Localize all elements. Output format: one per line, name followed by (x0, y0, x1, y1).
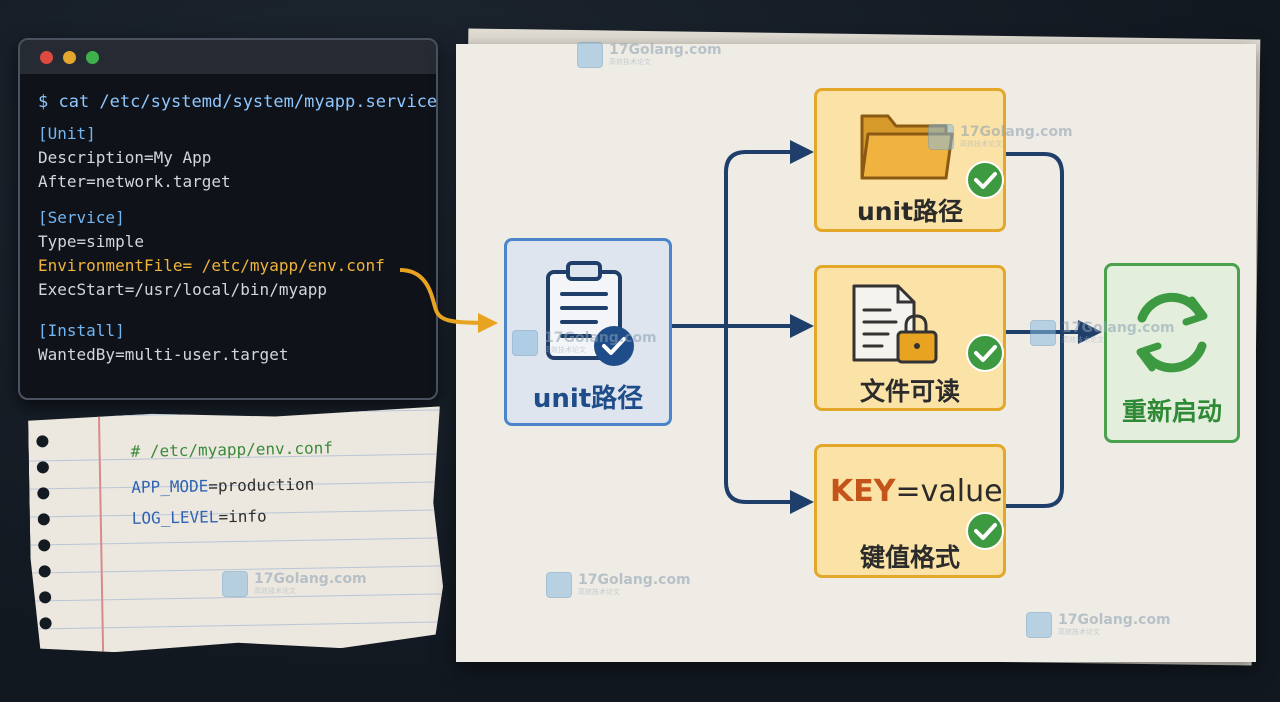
terminal-section-header: [Service] (38, 208, 125, 227)
terminal-config-line: After=network.target (38, 172, 231, 191)
watermark-logo-icon (928, 124, 954, 150)
terminal-section-header: [Unit] (38, 124, 96, 143)
check-key-value-box (814, 444, 1006, 578)
check-icon (966, 334, 1004, 372)
watermark-logo-icon (546, 572, 572, 598)
refresh-icon (1136, 292, 1208, 373)
watermark-logo-icon (577, 42, 603, 68)
terminal-config-line: Description=My App (38, 148, 212, 167)
close-dot-icon[interactable] (40, 51, 53, 64)
check-key-value-label: 键值格式 (859, 543, 960, 572)
source-unit-label: unit路径 (532, 384, 644, 414)
env-file-link-arrow (399, 268, 498, 333)
watermark-logo-icon (1026, 612, 1052, 638)
terminal-command: $ cat /etc/systemd/system/myapp.service (38, 92, 438, 112)
minimize-dot-icon[interactable] (63, 51, 76, 64)
branch-connectors (672, 140, 1102, 514)
clipboard-check-icon (546, 261, 634, 366)
watermark-logo-icon (512, 330, 538, 356)
key-value-label: KEY=value (830, 474, 1003, 509)
terminal-section-header: [Install] (38, 321, 125, 340)
terminal-config-line: WantedBy=multi-user.target (38, 345, 289, 364)
locked-file-icon (852, 284, 938, 364)
watermark-logo-icon (222, 571, 248, 597)
check-unit-path-label: unit路径 (856, 197, 964, 226)
terminal-config-line: EnvironmentFile= /etc/myapp/env.conf (38, 256, 385, 275)
check-icon (966, 161, 1004, 199)
folder-icon (860, 114, 954, 180)
terminal-config-line: Type=simple (38, 232, 144, 251)
watermark-logo-icon (1030, 320, 1056, 346)
terminal-config-line: ExecStart=/usr/local/bin/myapp (38, 280, 327, 299)
terminal-titlebar (20, 40, 436, 74)
terminal-window (18, 38, 438, 400)
maximize-dot-icon[interactable] (86, 51, 99, 64)
check-icon (966, 512, 1004, 550)
check-file-readable-label: 文件可读 (859, 377, 960, 406)
restart-label: 重新启动 (1121, 397, 1222, 426)
